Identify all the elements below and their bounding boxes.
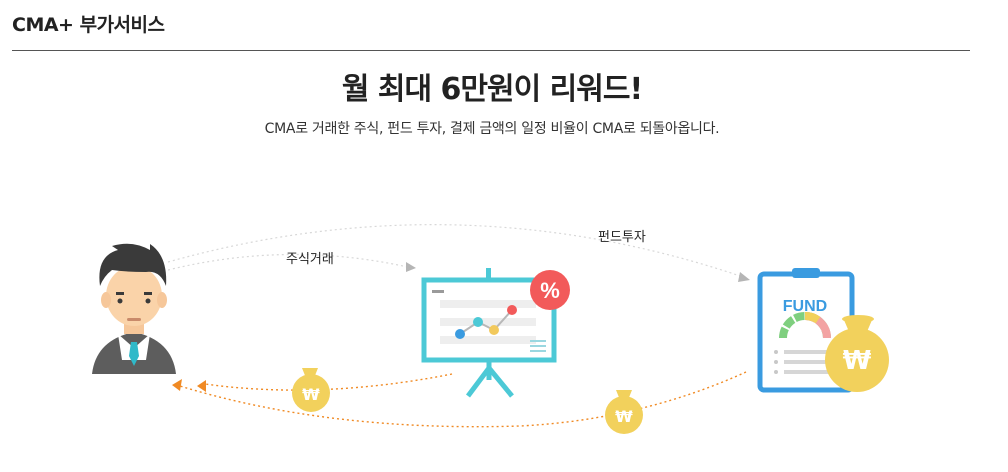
fund-bag-won-symbol: ₩ <box>843 346 872 376</box>
path-return-fund <box>179 371 747 428</box>
flow-label-stock: 주식거래 <box>286 252 334 267</box>
title-divider <box>12 50 970 51</box>
flow-label-fund: 펀드투자 <box>598 230 646 245</box>
return-paths <box>179 371 747 428</box>
customer-person-icon <box>92 243 176 374</box>
percent-badge: % <box>530 270 570 310</box>
arrow-head-fund <box>738 272 750 282</box>
path-stock-trade <box>167 253 413 271</box>
arrow-head-return-1 <box>197 380 206 392</box>
arrow-head-stock <box>406 262 416 272</box>
coin-bag-left-icon: ₩ <box>292 368 330 412</box>
path-fund-invest <box>167 224 747 279</box>
coin-bag-right-icon: ₩ <box>605 390 643 434</box>
hero-headline: 월 최대 6만원이 리워드! <box>341 72 643 107</box>
flow-paths <box>167 224 747 279</box>
section-title: CMA+ 부가서비스 <box>12 14 165 36</box>
stock-chart-board-icon <box>421 268 557 398</box>
fund-money-bag-icon: ₩ <box>825 315 889 392</box>
percent-badge-label: % <box>540 278 560 303</box>
fund-card-title: FUND <box>783 298 827 315</box>
coin-right-won-symbol: ₩ <box>615 407 633 426</box>
hero-description: CMA로 거래한 주식, 펀드 투자, 결제 금액의 일정 비율이 CMA로 되… <box>264 121 720 137</box>
coin-left-won-symbol: ₩ <box>302 385 320 404</box>
arrow-head-return-2 <box>172 379 182 391</box>
